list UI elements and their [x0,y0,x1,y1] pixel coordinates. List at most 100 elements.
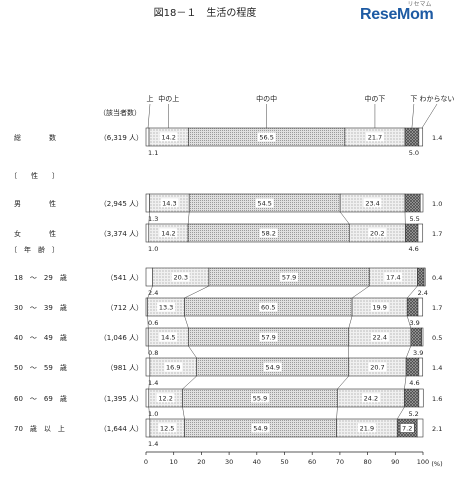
data-label: 0.6 [148,319,158,327]
x-tick-label: 60 [308,458,316,466]
row-label: 30 ～ 39 歳 [14,303,67,312]
bar-segment [145,418,151,438]
connector-line [147,315,149,329]
row-label: 男 性 [14,199,56,208]
data-label-bg [159,228,178,238]
connector-line [404,375,407,390]
data-label-bg [251,423,270,433]
bar-segment [404,127,420,147]
connector-line [188,345,197,359]
data-label: 56.5 [259,134,273,142]
row-label: 総 数 [14,133,56,142]
data-label-bg [361,393,380,403]
connector-line [407,285,418,299]
bar-segment [404,388,420,408]
row-respondent-count: （1,395 人） [100,395,143,403]
data-label: 24.2 [364,395,378,403]
data-label: 1.6 [432,395,442,403]
data-label: 1.0 [148,245,158,253]
data-label: 14.2 [161,230,175,238]
logo-text: ReseMom [360,6,434,23]
connector-line [337,375,349,390]
connector-line [187,211,190,225]
data-label-bg [257,132,276,142]
legend-label: わからない [420,95,455,103]
n-header: （該当者数） [99,108,141,117]
connector-line [406,315,412,329]
bar-segment [405,357,420,377]
data-label: 1.4 [148,379,158,387]
row-label: 女 性 [14,229,56,238]
bar-segment [417,267,425,287]
data-label-bg [156,393,175,403]
data-label: 21.7 [368,134,382,142]
bar-segment [145,357,151,377]
data-label: 22.4 [373,334,387,342]
data-label: 2.1 [432,425,442,433]
data-label: 3.9 [413,349,423,357]
data-label: 55.9 [253,395,267,403]
data-label-bg [368,362,387,372]
data-label: 13.3 [159,304,173,312]
x-tick-label: 80 [363,458,371,466]
bar-segment [145,388,150,408]
legend-leader-line [147,103,151,129]
data-label-bg [259,302,278,312]
connector-line [148,406,151,420]
data-label: 21.9 [360,425,374,433]
bar-segment [145,327,149,347]
data-label-bg [259,332,278,342]
connector-line [348,315,353,329]
x-tick-label: 10 [170,458,178,466]
data-label-bg [368,228,387,238]
bar-segment [417,223,424,243]
data-label: 3.9 [409,319,419,327]
legend-label: 中の上 [158,94,179,103]
connector-line [336,406,338,420]
bar-segment [404,223,419,243]
data-label: 5.5 [409,215,419,223]
row-respondent-count: （6,319 人） [100,134,143,142]
data-label: 14.3 [162,200,176,208]
data-label: 19.9 [372,304,386,312]
data-label: 5.0 [409,149,419,157]
data-label-bg [357,423,376,433]
x-tick-label: 20 [197,458,205,466]
connector-line [351,285,370,299]
data-label: 57.9 [261,334,275,342]
bar-segment [418,357,424,377]
bar-segment [145,267,153,287]
row-respondent-count: （3,374 人） [100,230,143,238]
bar-segment [419,193,424,213]
data-label-bg [365,132,384,142]
bar-segment [421,327,424,347]
bar-segment [145,193,150,213]
data-label: 1.7 [432,230,442,238]
bar-segment [145,223,150,243]
connector-line [405,345,412,359]
bar-segment [145,127,150,147]
chart-title: 図18－１ 生活の程度 [154,6,257,19]
data-label-bg [159,132,178,142]
bar-segment [423,267,426,287]
legend-label: 中の下 [364,94,385,103]
data-label: 7.2 [402,425,412,433]
data-label: 0.4 [432,274,442,282]
bar-segment [404,193,421,213]
data-label: 2.4 [148,289,158,297]
data-label: 1.4 [432,134,442,142]
x-tick-label: 0 [144,458,148,466]
bar-segment [410,327,422,347]
data-label: 4.6 [408,245,418,253]
connector-line [182,406,185,420]
bar-segment [416,418,424,438]
data-label: 12.5 [160,425,174,433]
x-tick-label: 30 [225,458,233,466]
data-label: 14.2 [161,134,175,142]
